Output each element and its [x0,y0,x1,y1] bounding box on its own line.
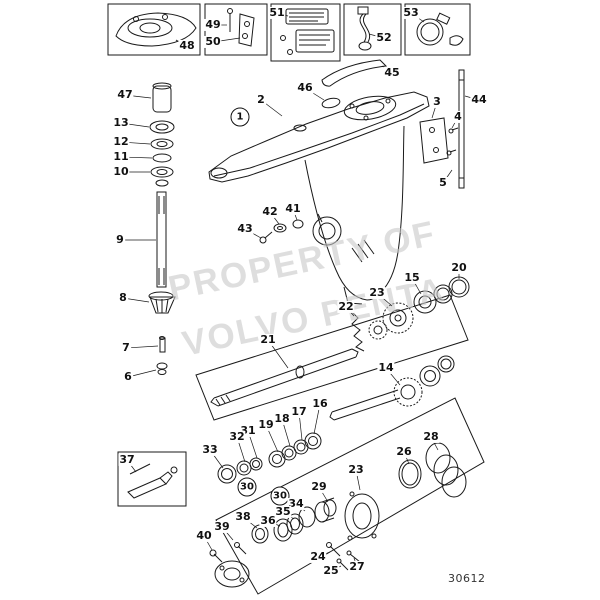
part-callout-41: 41 [284,201,302,216]
anode-plate [419,69,465,189]
part-callout-26: 26 [395,444,413,459]
part-callout-46: 46 [296,80,314,95]
part-callout-29: 29 [310,479,328,494]
part-callout-3: 3 [432,94,442,109]
part-callout-2: 2 [256,92,266,107]
part-callout-21: 21 [259,332,277,347]
gear-housing-plate [208,91,430,183]
inset-cable [357,6,372,51]
drive-gear-shaft [329,355,455,421]
part-callout-8: 8 [118,290,128,305]
shim-washer-row [217,432,322,484]
part-callout-15: 15 [403,270,421,285]
part-callout-5: 5 [438,175,448,190]
part-callout-23: 23 [347,462,365,477]
part-callout-22: 22 [337,299,355,314]
inset-id-plates [280,8,335,55]
part-callout-12: 12 [112,134,130,149]
top-gasket [321,59,388,87]
driveshaft-stack [148,82,176,375]
part-callout-36: 36 [259,513,277,528]
figure-number: 30612 [448,572,486,585]
part-callout-32: 32 [228,429,246,444]
part-callout-50: 50 [204,34,222,49]
part-callout-40: 40 [195,528,213,543]
part-callout-7: 7 [121,340,131,355]
part-callout-4: 4 [453,109,463,124]
part-callout-52: 52 [375,30,393,45]
part-callout-28: 28 [422,429,440,444]
part-callout-24: 24 [309,549,327,564]
part-callout-49: 49 [204,17,222,32]
part-callout-47: 47 [116,87,134,102]
part-callout-53: 53 [402,5,420,20]
inset-stud-and-bracket [227,8,255,47]
part-callout-39: 39 [213,519,231,534]
part-callout-17: 17 [290,404,308,419]
part-callout-30: 30 [237,477,257,497]
part-callout-18: 18 [273,411,291,426]
part-callout-14: 14 [377,360,395,375]
part-callout-11: 11 [112,149,130,164]
part-callout-30: 30 [270,486,290,506]
gear-housing-leg [304,125,405,305]
inset-hose-clamp [416,12,464,46]
part-callout-20: 20 [450,260,468,275]
bearing-carrier-cluster [209,442,467,588]
part-callout-16: 16 [311,396,329,411]
part-callout-13: 13 [112,115,130,130]
part-callout-25: 25 [322,563,340,578]
part-callout-34: 34 [287,496,305,511]
part-callout-27: 27 [348,559,366,574]
part-callout-35: 35 [274,504,292,519]
part-callout-38: 38 [234,509,252,524]
part-callout-6: 6 [123,369,133,384]
part-callout-43: 43 [236,221,254,236]
part-callout-45: 45 [383,65,401,80]
part-callout-44: 44 [470,92,488,107]
part-callout-42: 42 [261,204,279,219]
part-callout-48: 48 [178,38,196,53]
inset-boxes [107,3,471,62]
part-callout-10: 10 [112,164,130,179]
assembly-outline-boxes [195,294,485,595]
propeller-shaft [210,348,359,407]
mid-fasteners [259,219,304,244]
part-callout-51: 51 [268,5,286,20]
part-callout-33: 33 [201,442,219,457]
grease-tube-box [117,451,187,507]
clutch-gear-cluster [351,276,470,352]
part-callout-37: 37 [118,452,136,467]
part-callout-9: 9 [115,232,125,247]
part-callout-1: 1 [230,107,250,127]
part-callout-19: 19 [257,417,275,432]
part-callout-23: 23 [368,285,386,300]
